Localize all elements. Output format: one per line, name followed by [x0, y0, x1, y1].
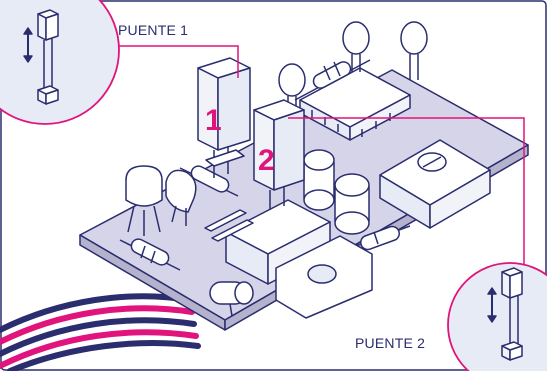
ribbon-cables: [0, 296, 198, 371]
jumper-1-number: 1: [205, 104, 222, 137]
callout-bubble-2: [448, 263, 547, 371]
jumper-1-label: PUENTE 1: [118, 22, 188, 38]
jumper-2-number: 2: [258, 144, 275, 177]
jumper-2-label: PUENTE 2: [355, 335, 425, 351]
callout-bubble-1: [0, 0, 119, 124]
